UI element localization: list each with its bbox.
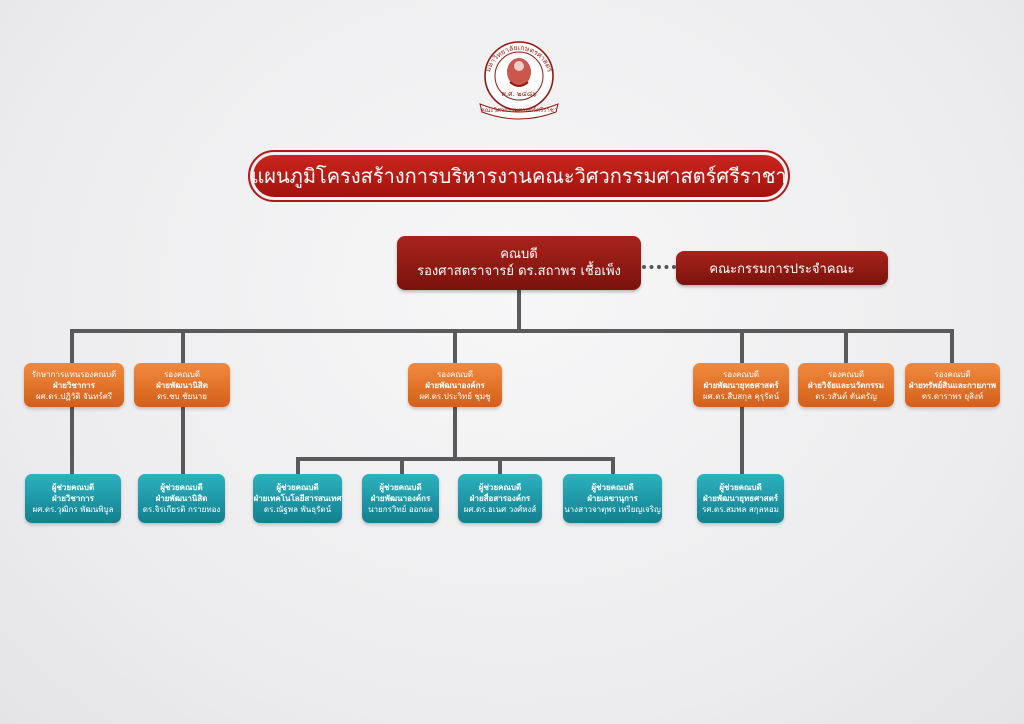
- connector: [296, 457, 300, 475]
- assistant-dept: ฝ่ายพัฒนายุทธศาสตร์: [702, 494, 779, 503]
- connector: [950, 329, 954, 364]
- assistant-dean-student-development[interactable]: ผู้ช่วยคณบดี ฝ่ายพัฒนานิสิต ดร.จิรเกียรต…: [138, 474, 225, 523]
- connector: [844, 329, 848, 364]
- connector: [517, 290, 521, 331]
- connector: [400, 457, 404, 475]
- connector: [70, 329, 954, 333]
- assistant-role: ผู้ช่วยคณบดี: [379, 483, 422, 492]
- connector: [611, 457, 615, 475]
- dean-name: รองศาสตราจารย์ ดร.สถาพร เชื้อเพ็ง: [417, 263, 621, 279]
- vice-dean-role: รองคณบดี: [436, 369, 474, 379]
- dotted-connector: [642, 265, 676, 269]
- assistant-name: ดร.จิรเกียรติ กรายทอง: [142, 505, 221, 514]
- vice-dean-dept: ฝ่ายพัฒนายุทธศาสตร์: [703, 380, 779, 390]
- vice-dean-name: ดร.ดาราพร ยุสิงห์: [921, 391, 984, 401]
- vice-dean-dept: ฝ่ายพัฒนาองค์กร: [425, 380, 485, 390]
- logo-ribbon: คณะวิศวกรรมศาสตร์ศรีราชา: [481, 106, 557, 114]
- assistant-name: นายกรวิทย์ ออกผล: [368, 505, 433, 514]
- vice-dean-research-innovation[interactable]: รองคณบดี ฝ่ายวิจัยและนวัตกรรม ดร.วสันต์ …: [798, 363, 894, 407]
- assistant-dean-it[interactable]: ผู้ช่วยคณบดี ฝ่ายเทคโนโลยีสารสนเทศ ดร.ณั…: [253, 474, 342, 523]
- vice-dean-role: รองคณบดี: [934, 369, 971, 379]
- vice-dean-name: ดร.ชบ ชัยนาย: [157, 391, 207, 401]
- assistant-dept: ฝ่ายวิชาการ: [52, 494, 94, 503]
- vice-dean-assets-physical[interactable]: รองคณบดี ฝ่ายทรัพย์สินและกายภาพ ดร.ดาราพ…: [905, 363, 1000, 407]
- vice-dean-dept: ฝ่ายพัฒนานิสิต: [156, 380, 208, 390]
- assistant-dean-academic[interactable]: ผู้ช่วยคณบดี ฝ่ายวิชาการ ผศ.ดร.วุฒิกร พั…: [25, 474, 121, 523]
- connector: [70, 407, 74, 475]
- dean-role: คณบดี: [500, 246, 538, 262]
- vice-dean-name: ผศ.ดร.ประวิทย์ ชุมชู: [419, 391, 491, 401]
- assistant-name: รศ.ดร.สมพล สกุลหอม: [702, 505, 779, 514]
- assistant-name: ดร.ณัฐพล พันธุรัตน์: [263, 505, 332, 514]
- page-title-banner: แผนภูมิโครงสร้างการบริหารงานคณะวิศวกรรมศ…: [248, 150, 790, 202]
- connector: [453, 329, 457, 364]
- vice-dean-role: รองคณบดี: [827, 369, 865, 379]
- assistant-dept: ฝ่ายสื่อสารองค์กร: [469, 494, 531, 503]
- vice-dean-academic[interactable]: รักษาการแทนรองคณบดี ฝ่ายวิชาการ ผศ.ดร.ปฏ…: [24, 363, 124, 407]
- assistant-name: นางสาวจาตุพร เหรียญเจริญ: [564, 505, 661, 514]
- assistant-dean-strategy[interactable]: ผู้ช่วยคณบดี ฝ่ายพัฒนายุทธศาสตร์ รศ.ดร.ส…: [697, 474, 784, 523]
- logo-year: พ.ศ. ๒๔๘๖: [501, 90, 537, 98]
- connector: [296, 457, 615, 461]
- assistant-dean-communication[interactable]: ผู้ช่วยคณบดี ฝ่ายสื่อสารองค์กร ผศ.ดร.ธเน…: [458, 474, 542, 523]
- connector: [498, 457, 502, 475]
- emblem-icon: [507, 58, 531, 87]
- vice-dean-dept: ฝ่ายวิชาการ: [53, 380, 95, 390]
- assistant-dean-secretariat[interactable]: ผู้ช่วยคณบดี ฝ่ายเลขานุการ นางสาวจาตุพร …: [563, 474, 662, 523]
- assistant-dept: ฝ่ายพัฒนาองค์กร: [370, 494, 431, 503]
- vice-dean-strategy[interactable]: รองคณบดี ฝ่ายพัฒนายุทธศาสตร์ ผศ.ดร.สืบสก…: [693, 363, 789, 407]
- vice-dean-dept: ฝ่ายทรัพย์สินและกายภาพ: [908, 380, 997, 390]
- vice-dean-role: รองคณบดี: [722, 369, 760, 379]
- vice-dean-role: รักษาการแทนรองคณบดี: [31, 369, 117, 379]
- assistant-dept: ฝ่ายพัฒนานิสิต: [155, 494, 208, 503]
- assistant-dean-organization-development[interactable]: ผู้ช่วยคณบดี ฝ่ายพัฒนาองค์กร นายกรวิทย์ …: [362, 474, 439, 523]
- committee-box[interactable]: คณะกรรมการประจำคณะ: [676, 251, 888, 285]
- connector: [181, 407, 185, 475]
- vice-dean-name: ผศ.ดร.ปฏิวัติ จันทร์ศรี: [35, 391, 113, 401]
- assistant-role: ผู้ช่วยคณบดี: [478, 483, 522, 492]
- connector: [453, 407, 457, 459]
- connector: [181, 329, 185, 364]
- vice-dean-dept: ฝ่ายวิจัยและนวัตกรรม: [808, 380, 884, 390]
- vice-dean-student-development[interactable]: รองคณบดี ฝ่ายพัฒนานิสิต ดร.ชบ ชัยนาย: [134, 363, 230, 407]
- assistant-role: ผู้ช่วยคณบดี: [591, 483, 634, 492]
- vice-dean-organization-development[interactable]: รองคณบดี ฝ่ายพัฒนาองค์กร ผศ.ดร.ประวิทย์ …: [408, 363, 502, 407]
- vice-dean-name: ดร.วสันต์ ตันตรัญ: [815, 391, 877, 401]
- faculty-logo: มหาวิทยาลัยเกษตรศาสตร์ พ.ศ. ๒๔๘๖ คณะวิศว…: [479, 41, 559, 120]
- assistant-role: ผู้ช่วยคณบดี: [160, 483, 203, 492]
- assistant-dept: ฝ่ายเลขานุการ: [587, 494, 638, 503]
- assistant-role: ผู้ช่วยคณบดี: [719, 483, 762, 492]
- assistant-name: ผศ.ดร.ธเนศ วงศ์หงส์: [463, 505, 537, 514]
- assistant-dept: ฝ่ายเทคโนโลยีสารสนเทศ: [253, 494, 342, 503]
- connector: [740, 329, 744, 364]
- connector: [70, 329, 74, 364]
- assistant-role: ผู้ช่วยคณบดี: [276, 483, 319, 492]
- page-title: แผนภูมิโครงสร้างการบริหารงานคณะวิศวกรรมศ…: [251, 155, 787, 197]
- vice-dean-name: ผศ.ดร.สืบสกุล คุรุรัตน์: [702, 391, 780, 401]
- assistant-role: ผู้ช่วยคณบดี: [51, 483, 95, 492]
- connector: [740, 407, 744, 475]
- assistant-name: ผศ.ดร.วุฒิกร พัฒนพิบูล: [32, 505, 114, 514]
- dean-box[interactable]: คณบดี รองศาสตราจารย์ ดร.สถาพร เชื้อเพ็ง: [397, 236, 641, 290]
- vice-dean-role: รองคณบดี: [163, 369, 201, 379]
